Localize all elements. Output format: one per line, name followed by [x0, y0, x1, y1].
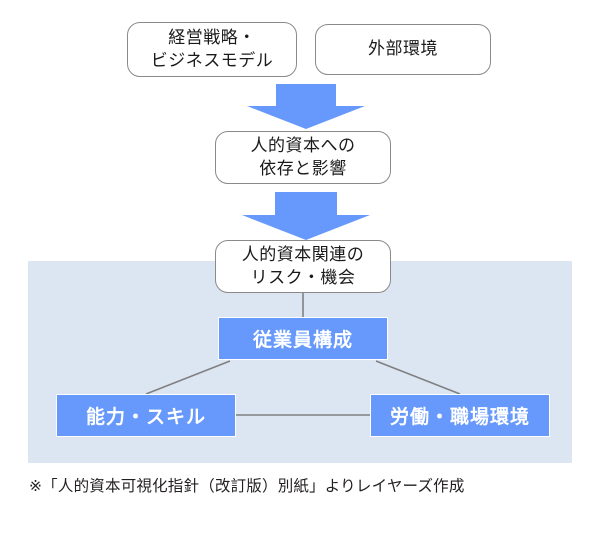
connector-workforce-to-skill [145, 360, 231, 395]
source-footnote: ※「人的資本可視化指針（改訂版）別紙」よりレイヤーズ作成 [29, 478, 465, 495]
connector-workforce-to-worksite [375, 360, 461, 395]
node-strategy-business-model: 経営戦略・ ビジネスモデル [127, 22, 297, 77]
arrow-down-icon-2 [242, 192, 370, 240]
arrow-down-icon-1 [247, 84, 365, 129]
node-capability-skill: 能力・スキル [56, 394, 236, 437]
node-human-capital-dependence: 人的資本への 依存と影響 [215, 131, 391, 184]
node-labor-workplace-environment: 労働・職場環境 [370, 394, 550, 437]
node-external-environment: 外部環境 [315, 24, 491, 75]
node-workforce-composition: 従業員構成 [218, 317, 388, 360]
node-human-capital-risk-opportunity: 人的資本関連の リスク・機会 [215, 240, 391, 293]
